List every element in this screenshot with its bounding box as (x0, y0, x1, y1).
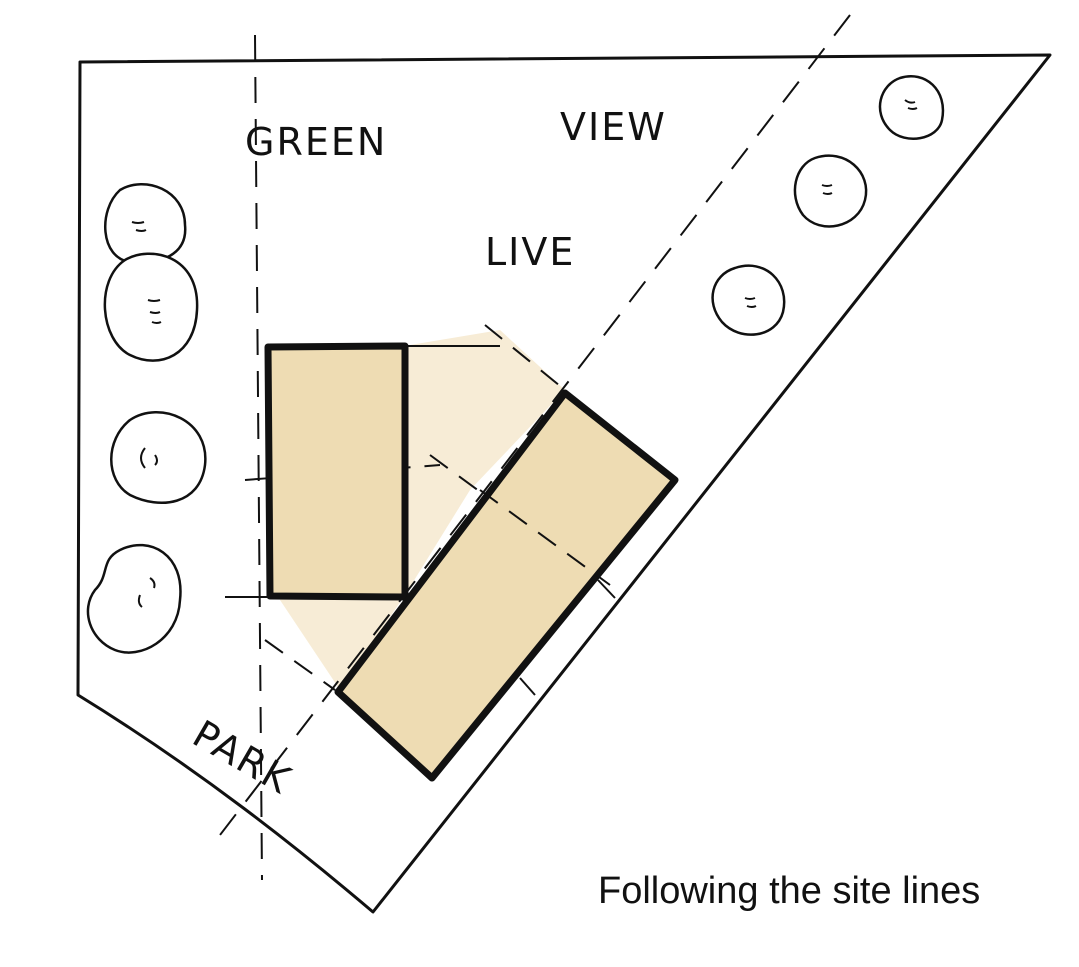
tree-icon (711, 264, 786, 336)
caption: Following the site lines (598, 870, 981, 912)
tree-icon (793, 154, 868, 228)
green-axis-line (254, 34, 263, 881)
view-axis-line (219, 14, 851, 836)
tree-icon (103, 252, 199, 362)
building-block-2 (334, 389, 679, 782)
tree-icon (104, 182, 187, 264)
tree-icon (878, 75, 945, 140)
guide-line (484, 324, 566, 391)
site-boundary (76, 53, 1052, 914)
tree-icon (86, 543, 182, 654)
extension-line (597, 579, 616, 599)
extension-line (519, 677, 536, 696)
guide-line (264, 639, 336, 691)
label-green: GREEN (245, 120, 387, 164)
tree-icon (110, 411, 207, 504)
label-view: VIEW (560, 105, 667, 149)
label-live: LIVE (485, 230, 575, 274)
label-park: PARK (186, 712, 300, 803)
building-block-1 (264, 342, 409, 601)
guide-line (479, 489, 611, 586)
